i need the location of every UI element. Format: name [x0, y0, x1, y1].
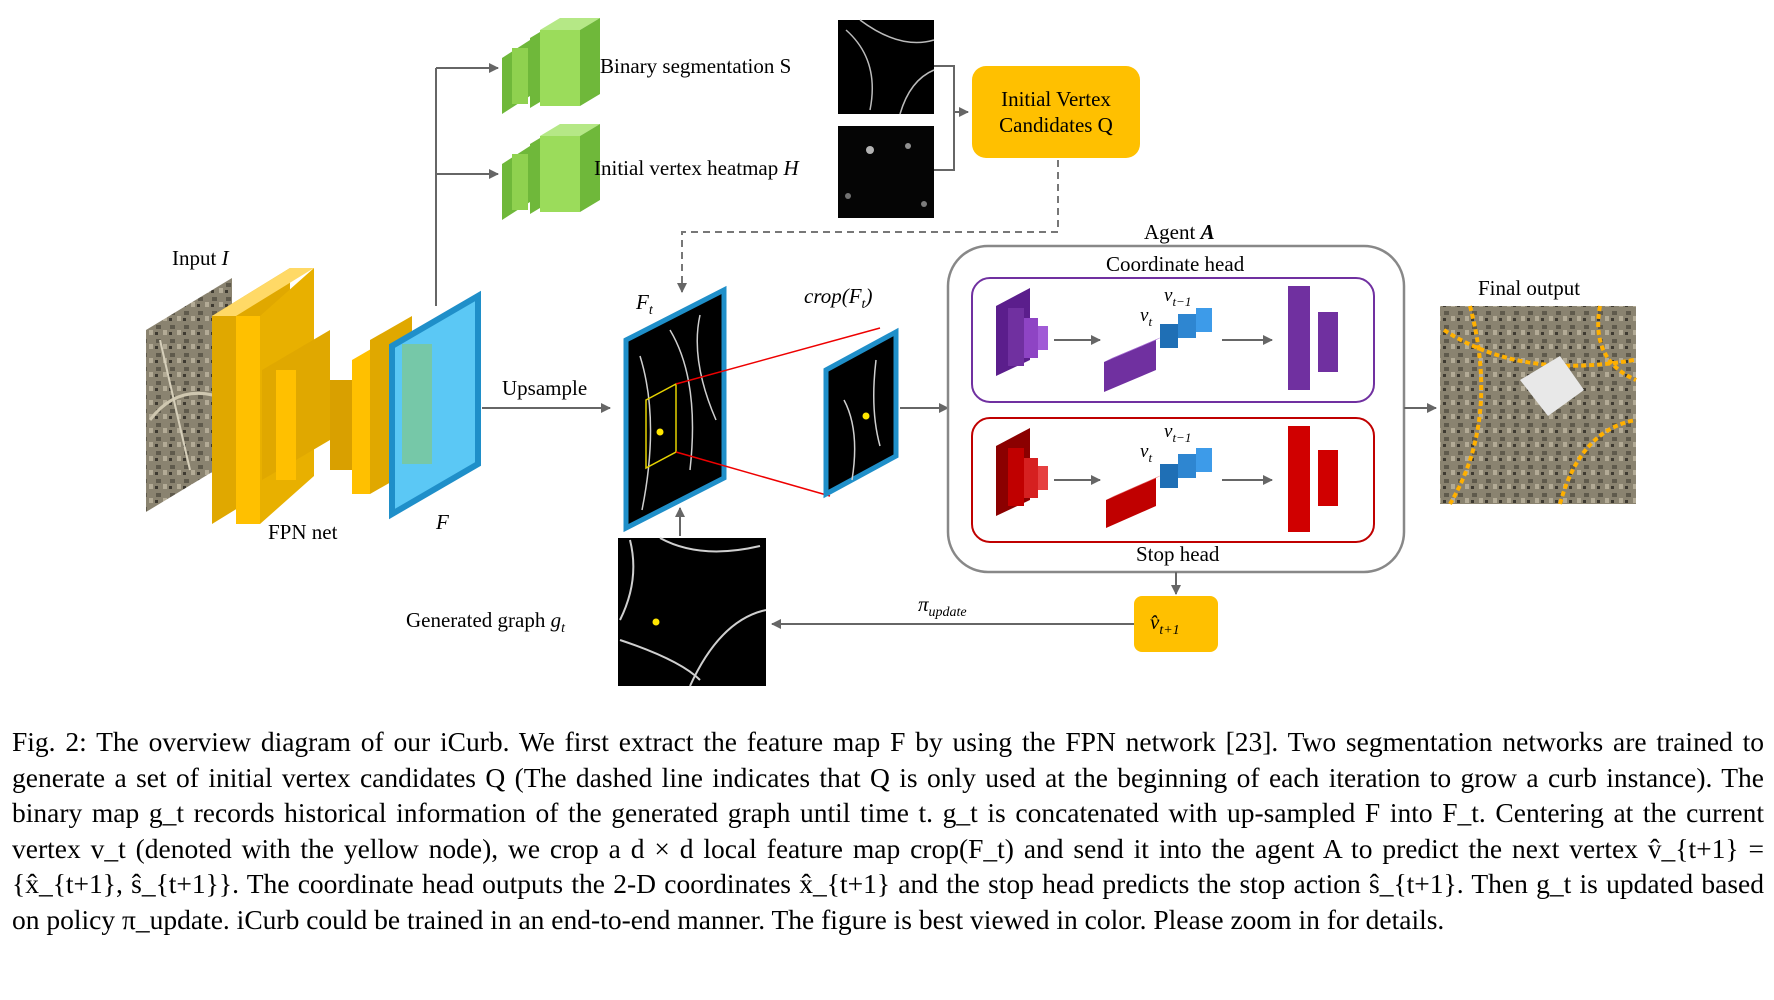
fpn-net-label: FPN net [268, 520, 338, 544]
generated-graph-image [618, 537, 767, 687]
v-curr-label-coord: vt [1140, 305, 1153, 329]
feature-map-ft [623, 285, 727, 533]
upsample-label: Upsample [502, 376, 588, 400]
policy-update-label: πupdate [918, 592, 967, 621]
coordinate-head-layers [996, 286, 1338, 392]
next-vertex-label: v̂t+1 [1150, 610, 1180, 639]
final-output-label: Final output [1478, 276, 1581, 300]
final-output-image [1440, 305, 1637, 506]
heatmap-label: Initial vertex heatmap H [594, 156, 799, 180]
f-symbol-label: F [436, 510, 449, 534]
next-vertex-box [1134, 596, 1218, 652]
coordinate-head-label: Coordinate head [1106, 252, 1245, 276]
cropped-feature-map [823, 327, 899, 499]
ft-label: Ft [636, 290, 653, 319]
stop-head-label: Stop head [1136, 542, 1220, 566]
vertex-candidates-label: Initial Vertex Candidates Q [999, 87, 1113, 137]
feature-map-f [389, 290, 481, 520]
generated-graph-label: Generated graph gt [406, 608, 565, 637]
v-prev-label-stop: vt−1 [1164, 421, 1192, 445]
v-prev-label-coord: vt−1 [1164, 285, 1192, 309]
stop-head-layers [996, 426, 1338, 532]
v-curr-label-stop: vt [1140, 441, 1153, 465]
vertex-candidates-box [972, 66, 1140, 158]
segmentation-block-s [502, 18, 600, 114]
crop-line-top [675, 327, 881, 385]
crop-line-bottom [675, 451, 831, 497]
segmentation-block-h [502, 124, 600, 220]
fpn-network-blocks [212, 268, 412, 524]
diagram-graphics [146, 18, 1637, 687]
crop-label: crop(Ft) [804, 284, 873, 313]
icurb-overview-diagram: Input I FPN net F Upsample Ft crop(Ft) B… [146, 18, 1637, 687]
input-label: Input I [172, 246, 229, 270]
figure-caption: Fig. 2: The overview diagram of our iCur… [12, 726, 1764, 935]
branch-arrows [435, 63, 611, 413]
binary-segmentation-image [838, 20, 934, 114]
heatmap-image [838, 126, 934, 218]
dashed-q-line [677, 160, 1059, 293]
agent-label: Agent A [1144, 220, 1215, 244]
binary-segmentation-label: Binary segmentation S [600, 54, 792, 78]
